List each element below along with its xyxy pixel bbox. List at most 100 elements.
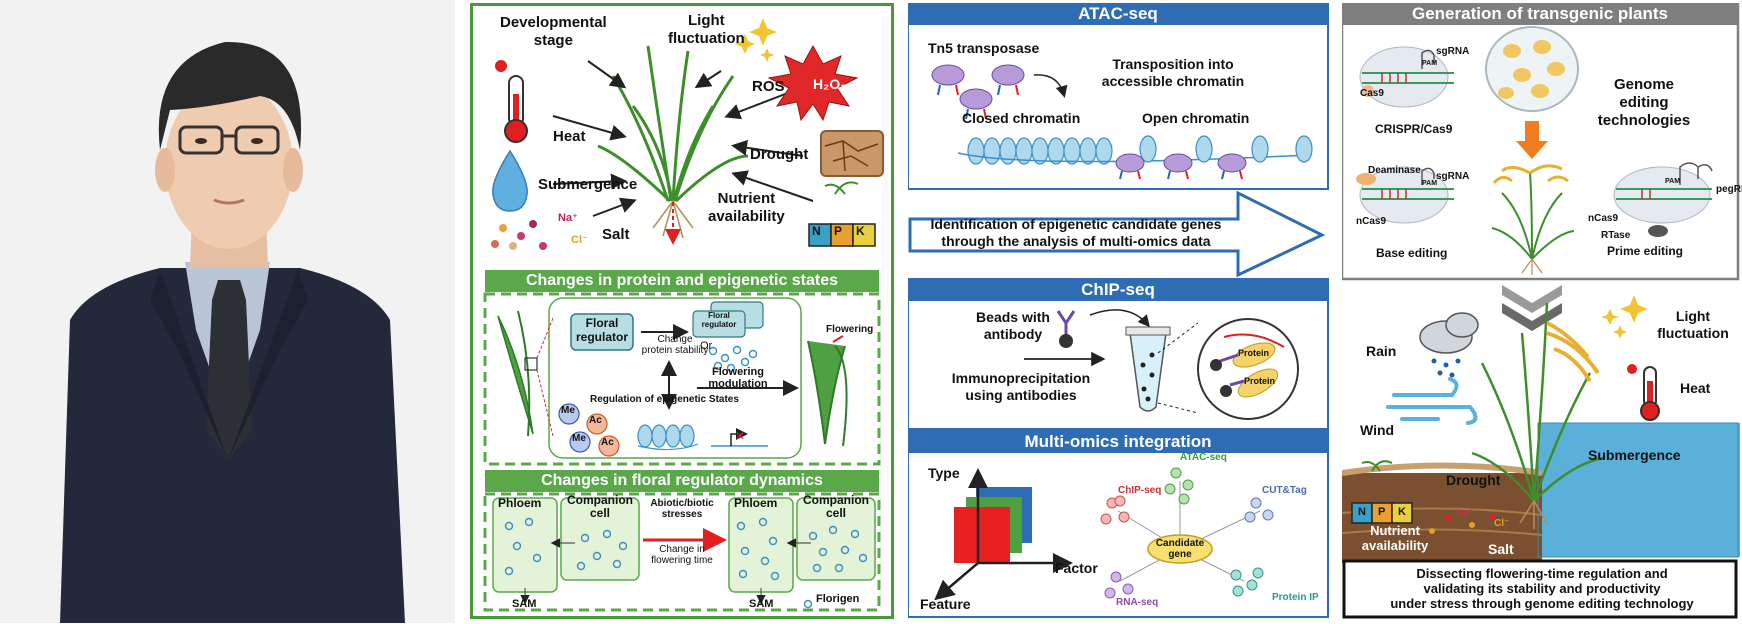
label-protein-1: Protein — [1238, 348, 1270, 358]
label-sgrna-2: sgRNA — [1436, 171, 1470, 182]
label-phloem-right: Phloem — [734, 496, 778, 510]
label-rain: Rain — [1366, 343, 1397, 359]
label-heat-c: Heat — [1680, 380, 1711, 396]
label-beads: Beads with antibody — [976, 309, 1050, 342]
identification-arrow — [908, 190, 1326, 278]
panel-transgenic-plants — [1340, 1, 1740, 619]
label-na: Na⁺ — [558, 212, 578, 224]
label-atac-node: ATAC-seq — [1180, 452, 1227, 463]
label-pam-1: PAM — [1422, 60, 1438, 67]
ros-burst-icon — [767, 44, 859, 122]
protein-section-title: Changes in protein and epigenetic states — [525, 272, 839, 289]
water-drop-icon — [492, 149, 528, 212]
panel-c-diagram — [1340, 1, 1740, 619]
bead-antibody-icon — [1056, 310, 1076, 348]
label-wind: Wind — [1360, 422, 1395, 438]
label-cas9: Cas9 — [1360, 88, 1384, 99]
open-chromatin-icon — [1139, 135, 1313, 163]
label-prime-editing: Prime editing — [1607, 244, 1684, 258]
label-floral-regulator-main: Floral regulator — [575, 316, 628, 344]
svg-text:✕: ✕ — [735, 429, 745, 443]
label-ac-1: Ac — [589, 415, 602, 426]
label-me-2: Me — [572, 433, 586, 444]
rain-cloud-icon — [1419, 312, 1479, 378]
panel-multiomics — [907, 2, 1330, 619]
multiomics-title: Multi-omics integration — [1024, 432, 1212, 451]
label-rtase: RTase — [1601, 230, 1631, 241]
label-protein-ip: Protein IP — [1272, 592, 1319, 603]
label-nutrient-c: Nutrient availability — [1361, 523, 1429, 553]
label-pam-3: PAM — [1665, 178, 1681, 185]
light-sparkle-icon — [735, 18, 777, 62]
nucleosome-icon — [637, 424, 695, 448]
label-genome-editing: Genome editing technologies — [1597, 76, 1691, 129]
label-or: Or — [700, 340, 713, 352]
label-salt-c: Salt — [1488, 541, 1514, 557]
chip-title: ChIP-seq — [1081, 280, 1155, 299]
label-sgrna-1: sgRNA — [1436, 46, 1470, 57]
rice-plant-large-icon — [1471, 302, 1605, 529]
dynamics-section-bar — [485, 470, 879, 492]
atac-title: ATAC-seq — [1078, 4, 1158, 23]
label-light-fluctuation-c: Light fluctuation — [1657, 308, 1729, 341]
label-identification: Identification of epigenetic candidate g… — [930, 216, 1222, 249]
caption-text: Dissecting flowering-time regulation and… — [1390, 566, 1694, 611]
label-ac-2: Ac — [601, 437, 614, 448]
label-submergence: Submergence — [538, 176, 638, 193]
closed-chromatin-icon — [967, 137, 1113, 165]
label-candidate-gene: Candidate gene — [1155, 538, 1205, 560]
label-open-chromatin: Open chromatin — [1142, 110, 1250, 126]
panel-b-diagram — [907, 2, 1329, 618]
wind-icon — [1386, 377, 1478, 425]
rice-panicle-icon — [1491, 164, 1575, 275]
label-transposition: Transposition into accessible chromatin — [1101, 56, 1245, 89]
label-npk-c-p: P — [1378, 506, 1386, 518]
label-flowering-modulation: Flowering modulation — [708, 366, 768, 390]
label-rna-node: RNA-seq — [1116, 597, 1159, 608]
transgenic-title-bar — [1342, 3, 1738, 25]
protein-section-bar — [485, 270, 879, 292]
label-protein-2: Protein — [1244, 376, 1276, 386]
label-immuno: Immunoprecipitation using antibodies — [951, 370, 1091, 403]
label-deaminase: Deaminase — [1368, 165, 1421, 176]
portrait-photo — [0, 0, 455, 623]
drought-soil-icon — [820, 130, 884, 177]
label-nutrient-availability: Nutrient availability — [708, 190, 785, 225]
florigen-dots — [504, 517, 868, 609]
multiomics-title-bar — [908, 431, 1328, 453]
label-floral-regulator-small: Floral regulator — [701, 311, 737, 329]
label-change-flowering-time: Change in flowering time — [651, 544, 713, 566]
label-heat: Heat — [553, 128, 586, 145]
label-npk-k: K — [856, 224, 865, 238]
label-cl: Cl⁻ — [571, 234, 588, 246]
label-companion-right: Companion cell — [803, 493, 869, 520]
label-change-protein-stability: Change protein stability — [641, 334, 709, 356]
label-drought-c: Drought — [1446, 472, 1501, 488]
dynamics-section-title: Changes in floral regulator dynamics — [541, 472, 823, 489]
label-feature: Feature — [920, 596, 971, 612]
label-stresses: Abiotic/biotic stresses — [650, 498, 714, 520]
label-ros: ROS — [752, 78, 785, 95]
label-companion-left: Companion cell — [567, 493, 633, 520]
atac-title-bar — [908, 3, 1328, 25]
portrait-illustration — [0, 0, 455, 623]
label-flowering: Flowering — [826, 324, 874, 335]
thermometer-icon — [495, 60, 528, 143]
label-npk-p: P — [834, 224, 843, 238]
label-factor: Factor — [1055, 560, 1098, 576]
label-crispr: CRISPR/Cas9 — [1375, 122, 1453, 136]
label-type: Type — [928, 465, 960, 481]
sun-sparkle-icon — [1601, 295, 1648, 339]
label-ncas9-2: nCas9 — [1588, 213, 1619, 224]
label-sam-right: SAM — [749, 598, 774, 610]
field-scene — [1341, 422, 1740, 563]
label-base-editing: Base editing — [1376, 246, 1448, 260]
label-closed-chromatin: Closed chromatin — [962, 110, 1081, 126]
label-light-fluctuation: Light fluctuation — [668, 12, 745, 47]
label-npk-n: N — [812, 224, 821, 238]
label-h2o2: H₂O₂ — [813, 76, 847, 92]
label-npk-c-k: K — [1398, 506, 1406, 518]
label-chip-node: ChIP-seq — [1118, 485, 1162, 496]
label-tn5: Tn5 transposase — [928, 40, 1040, 56]
npk-nutrient-icon — [808, 181, 876, 247]
